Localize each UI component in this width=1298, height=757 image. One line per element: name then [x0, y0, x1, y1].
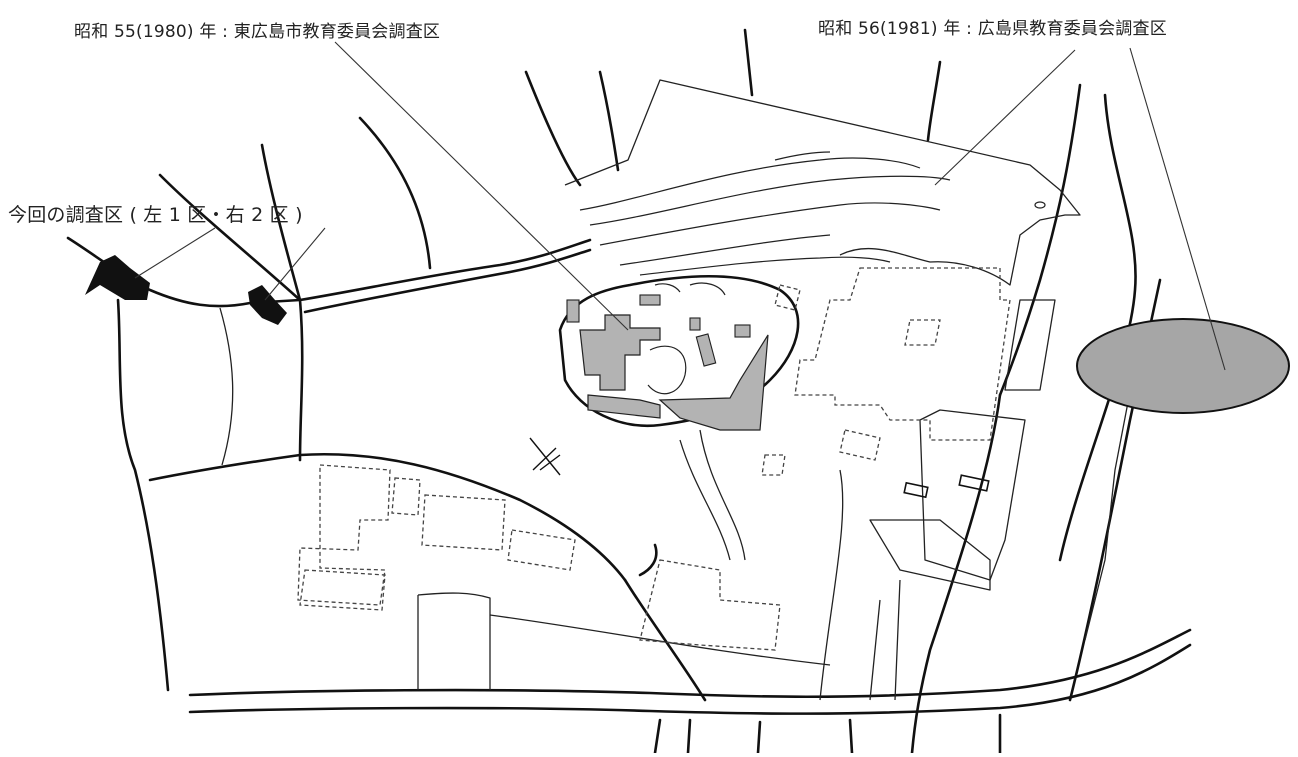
road-west-south	[116, 298, 170, 692]
central-contour-2	[689, 282, 726, 296]
central-contour-1	[647, 345, 687, 395]
marker-rect-1	[903, 481, 929, 499]
survey-1980-block-5	[639, 294, 661, 306]
lot-line-5	[819, 469, 844, 701]
stream-line-2	[699, 429, 746, 561]
leader-area-1	[134, 227, 216, 279]
survey-1980-block-1	[579, 314, 661, 391]
contour-5	[639, 256, 891, 276]
road-central-south	[303, 248, 592, 314]
road-north-1	[524, 70, 582, 187]
road-south-west	[148, 452, 627, 582]
road-network	[66, 28, 1192, 755]
road-stub	[638, 543, 658, 577]
stream-line-1	[679, 439, 731, 561]
east-markers	[903, 474, 990, 499]
road-southwest-diag	[623, 578, 707, 702]
label-survey-1981: 昭和 56(1981) 年 : 広島県教育委員会調査区	[818, 19, 1167, 39]
road-central	[298, 238, 592, 302]
survey-1980-block-3	[587, 394, 661, 419]
survey-1980-block-4	[566, 299, 580, 323]
road-south-main	[188, 628, 1192, 699]
north-arrow-icon	[529, 437, 561, 476]
contour-2	[589, 175, 951, 226]
leader-lines	[134, 41, 1226, 371]
contour-1	[579, 157, 921, 211]
road-east-d	[1068, 278, 1162, 702]
current-survey-area-1	[85, 255, 150, 300]
label-survey-1980: 昭和 55(1980) 年 : 東広島市教育委員会調査区	[74, 22, 441, 42]
road-east-c	[910, 393, 1002, 755]
central-mound	[558, 275, 800, 428]
building-west-1	[297, 464, 391, 606]
building-west-5	[299, 569, 386, 611]
building-south-1	[639, 559, 781, 651]
building-west-4	[507, 529, 576, 571]
marker-rect-2	[958, 474, 990, 492]
leader-area-2	[264, 227, 326, 301]
label-current-survey: 今回の調査区 ( 左 1 区・右 2 区 )	[8, 204, 303, 226]
road-east-a	[998, 83, 1082, 397]
lot-east-block	[869, 519, 991, 591]
lot-east-tall	[919, 409, 1026, 581]
building-east-large	[794, 267, 1011, 441]
lot-line-1	[219, 307, 234, 466]
leader-1981-upper	[934, 49, 1076, 186]
building-small-3	[761, 454, 786, 476]
road-east-b	[1058, 93, 1137, 562]
survey-area-1981	[564, 79, 1081, 286]
marker-dot	[1034, 201, 1046, 209]
road-north-3	[743, 28, 754, 97]
road-north-2	[598, 70, 620, 172]
contour-3	[599, 202, 941, 246]
leader-1981-oval	[1129, 47, 1226, 371]
survey-1981-boundary	[564, 79, 1081, 286]
road-south-stubs	[653, 713, 1002, 755]
lot-line-3	[417, 592, 491, 690]
road-northwest-a	[158, 173, 302, 302]
road-west-main	[66, 236, 302, 308]
lot-line-4	[489, 614, 831, 666]
road-northwest-b	[260, 143, 302, 302]
building-outlines	[297, 267, 1011, 651]
road-west-plots	[298, 298, 304, 462]
lot-line-6	[869, 579, 901, 701]
building-west-2	[391, 477, 421, 516]
lot-east-line	[1084, 349, 1139, 641]
survey-1980-block-6	[695, 333, 717, 367]
survey-1980-block-8	[689, 317, 701, 331]
central-contour-3	[654, 283, 681, 293]
leader-1980	[334, 41, 629, 331]
contour-6	[774, 151, 831, 161]
survey-1980-block-2	[658, 334, 769, 431]
road-north-curve	[358, 116, 432, 270]
building-east-small	[904, 319, 941, 346]
property-lines	[219, 299, 1139, 701]
central-site	[558, 275, 800, 431]
current-survey-area-2	[248, 285, 287, 325]
road-north-4	[926, 60, 942, 142]
lot-east-small	[1004, 299, 1056, 391]
road-south-main-2	[188, 643, 1192, 715]
building-small-2	[839, 429, 881, 461]
contour-4	[619, 234, 831, 266]
survey-1980-block-7	[734, 324, 751, 338]
survey-1981-oval	[1076, 318, 1290, 414]
building-west-3	[421, 494, 506, 551]
